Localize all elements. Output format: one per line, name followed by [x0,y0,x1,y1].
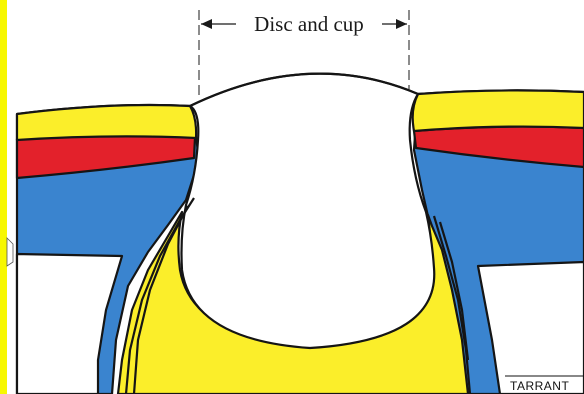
page-edge-notch [7,238,13,266]
disc-white [182,74,435,348]
right-yellow-top [413,90,584,131]
right-arrowhead [396,19,407,29]
left-yellow-top [17,105,196,140]
left-arrowhead [201,19,212,29]
signature-text: TARRANT [510,379,569,393]
page-edge-strip [0,0,7,394]
dimension-label: Disc and cup [254,12,364,36]
